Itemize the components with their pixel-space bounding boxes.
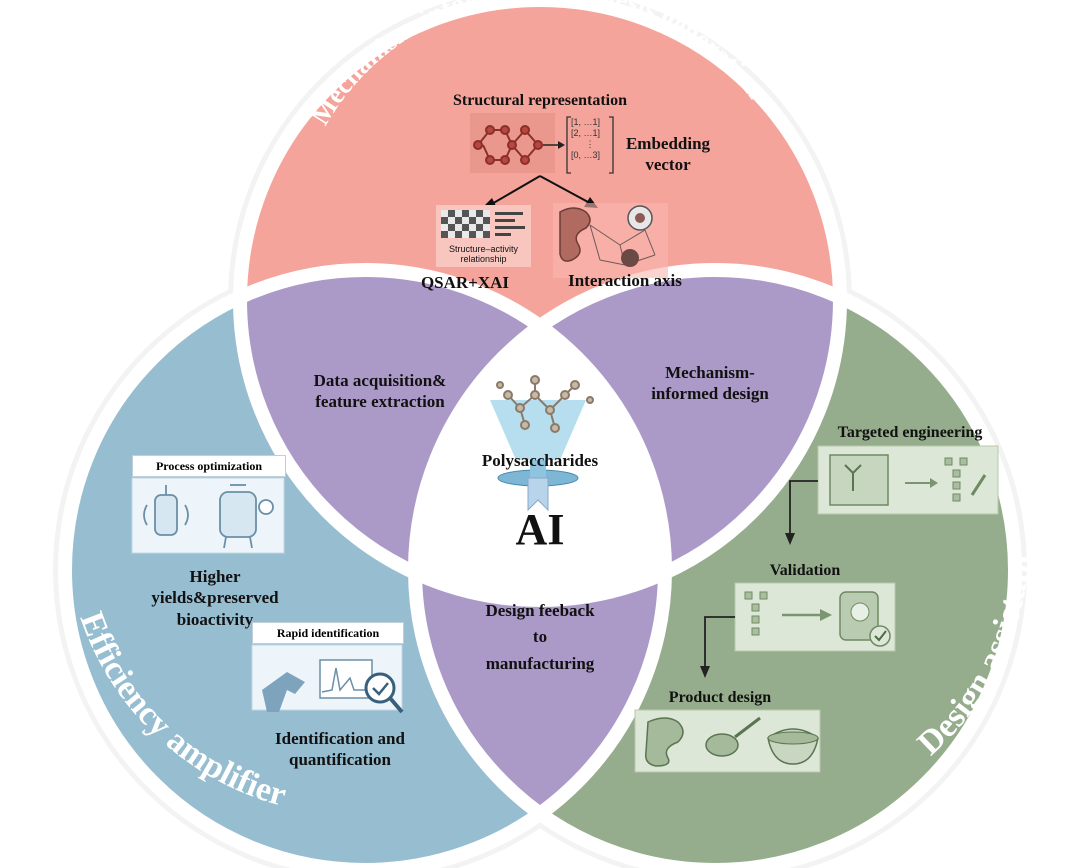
heatmap-icon — [436, 205, 531, 267]
targeted-engineering-label: Targeted engineering — [837, 424, 983, 441]
vector-row: [0, …3] — [571, 150, 601, 160]
polysaccharides-label: Polysaccharides — [481, 451, 599, 470]
molecule-graph-icon — [470, 113, 555, 173]
heatmap-cell — [469, 231, 476, 238]
ai-label: AI — [515, 505, 565, 554]
heatmap-cell — [462, 217, 469, 224]
heatmap-cell — [483, 224, 490, 231]
sar-caption-line: Structure–activity — [448, 244, 519, 254]
heatmap-cell — [483, 217, 490, 224]
overlap-label-line: Design feeback — [485, 601, 595, 620]
heatmap-cell — [462, 231, 469, 238]
spectrometer-icon — [251, 644, 404, 714]
interaction-axis-label: Interaction axis — [568, 271, 682, 290]
overlap-top-right-label: Mechanism- informed design — [610, 362, 810, 405]
overlap-label-line: Data acquisition& — [313, 371, 447, 390]
heatmap-cell — [441, 224, 448, 231]
vector-brackets — [566, 116, 614, 174]
heatmap-cell — [462, 224, 469, 231]
heatmap-cell — [455, 210, 462, 217]
heatmap-cell — [448, 217, 455, 224]
yields-label: Higher yields&preserved bioactivity — [120, 566, 310, 630]
product-design-label: Product design — [668, 689, 772, 706]
structural-representation-label: Structural representation — [452, 92, 628, 109]
heatmap-cell — [476, 231, 483, 238]
interaction-axis-icon — [553, 203, 668, 278]
heatmap-cell — [448, 210, 455, 217]
embedding-vector-label: Embedding vector — [612, 133, 724, 176]
process-optimization-tag: Process optimization — [132, 455, 286, 477]
identification-label: Identification and quantification — [240, 728, 440, 771]
vector-row: [2, …1] — [571, 128, 601, 138]
yields-line: bioactivity — [176, 609, 254, 629]
heatmap-cell — [441, 210, 448, 217]
heatmap-cell — [441, 231, 448, 238]
embedding-vector-values: [1, …1] [2, …1] ⋮ [0, …3] — [571, 117, 609, 161]
overlap-bottom-label: Design feeback to manufacturing — [450, 598, 630, 677]
heatmap-cell — [469, 210, 476, 217]
sar-caption-line: relationship — [460, 254, 507, 264]
embedding-vector-line: vector — [645, 155, 691, 175]
heatmap-cell — [476, 224, 483, 231]
yields-line: Higher — [189, 567, 241, 586]
blueprint-icon — [817, 445, 999, 515]
product-design-icon — [634, 709, 821, 773]
identification-line: quantification — [288, 750, 392, 770]
heatmap-cell — [455, 224, 462, 231]
overlap-top-left-label: Data acquisition& feature extraction — [270, 370, 490, 413]
heatmap-cell — [455, 217, 462, 224]
heatmap-cell — [483, 210, 490, 217]
heatmap-cell — [476, 210, 483, 217]
sar-caption: Structure–activity relationship — [436, 244, 531, 264]
heatmap-cell — [483, 231, 490, 238]
identification-line: Identification and — [275, 729, 405, 748]
heatmap-cell — [441, 217, 448, 224]
yields-line: yields&preserved — [151, 588, 279, 608]
validation-arrow-2 — [700, 616, 735, 678]
heatmap-cell — [462, 210, 469, 217]
heatmap-cell — [469, 217, 476, 224]
polysaccharide-trophy-icon — [478, 370, 598, 512]
arrow-to-vector — [543, 141, 565, 149]
validation-icon — [734, 582, 896, 652]
heatmap-cell — [448, 224, 455, 231]
overlap-label-line: informed design — [651, 384, 769, 404]
vector-row: ⋮ — [585, 139, 595, 149]
qsar-xai-label: QSAR+XAI — [420, 273, 510, 292]
validation-label: Validation — [769, 562, 841, 579]
heatmap-cell — [469, 224, 476, 231]
overlap-label-line: feature extraction — [315, 392, 445, 412]
heatmap-cell — [448, 231, 455, 238]
overlap-label-line: to — [532, 627, 548, 647]
rapid-identification-tag: Rapid identification — [252, 622, 404, 644]
heatmap-cell — [455, 231, 462, 238]
validation-arrow-1 — [785, 480, 818, 545]
vector-row: [1, …1] — [571, 117, 601, 127]
embedding-vector-line: Embedding — [625, 134, 711, 153]
heatmap-cell — [476, 217, 483, 224]
bioreactor-icon — [131, 477, 285, 554]
overlap-label-line: manufacturing — [485, 653, 595, 673]
overlap-label-line: Mechanism- — [665, 363, 755, 382]
